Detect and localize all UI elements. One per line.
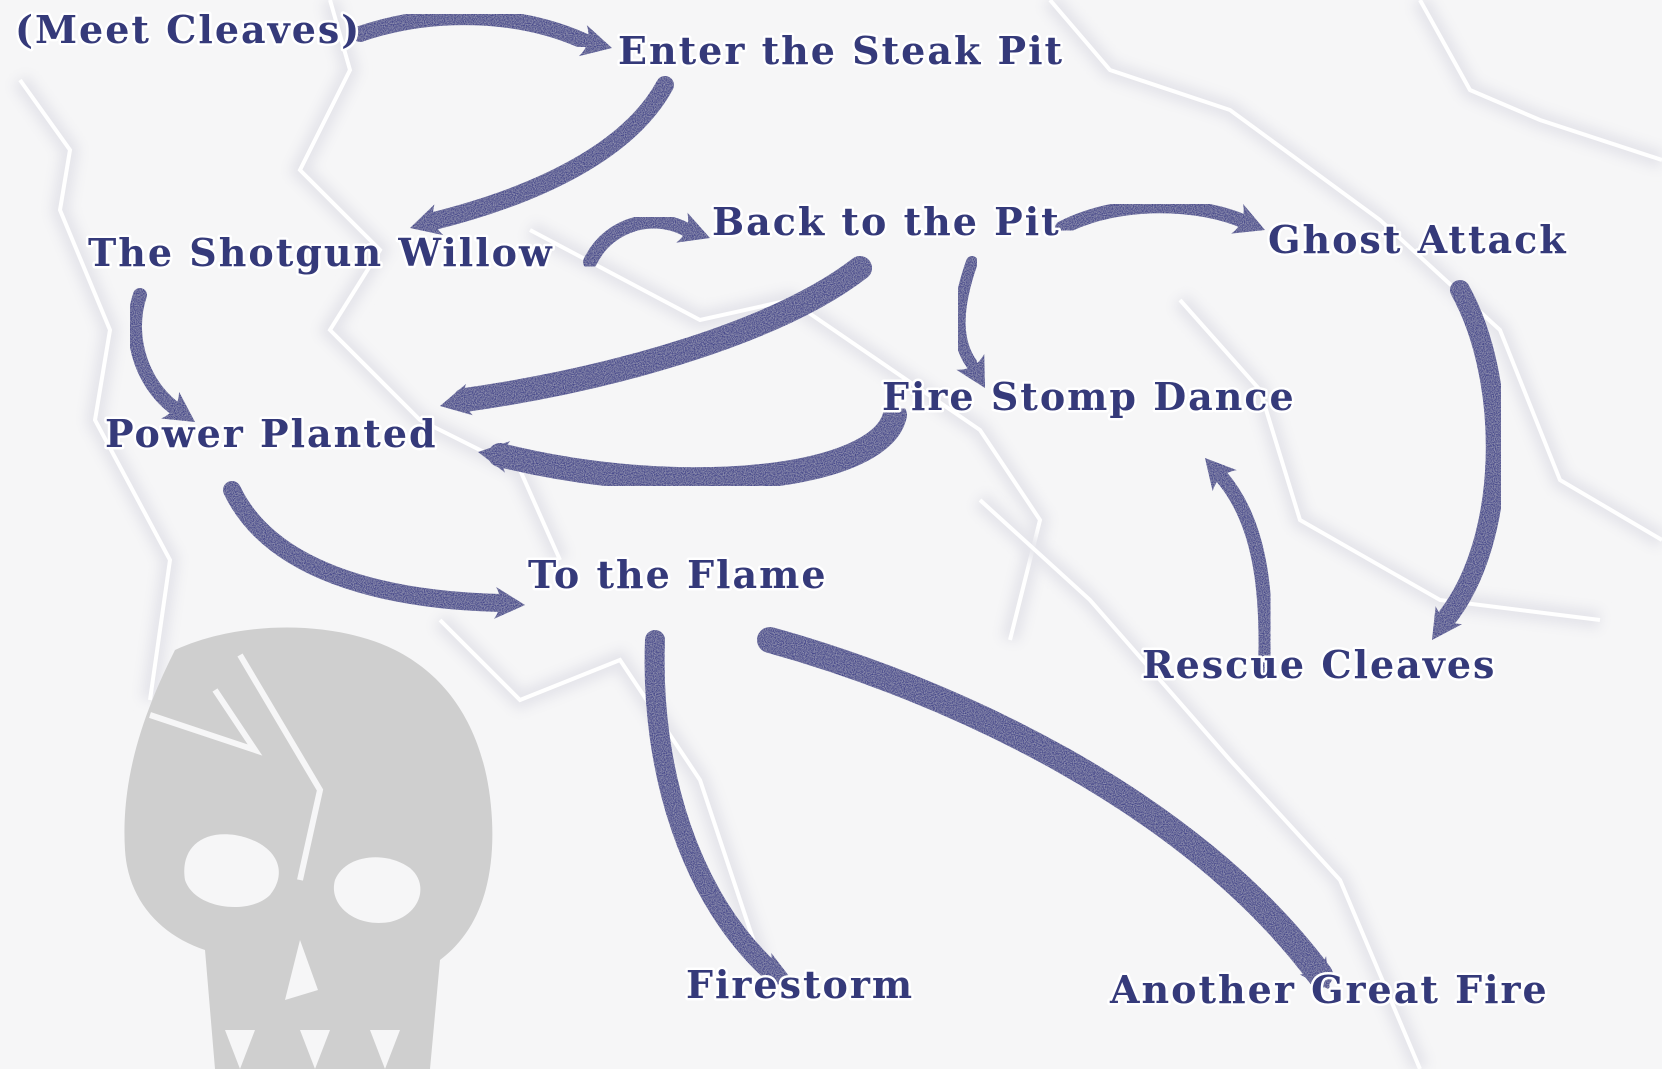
arrowhead-icon [758, 953, 792, 983]
arrow-shaft [421, 76, 674, 231]
arrowhead-icon [1205, 458, 1237, 492]
node-another-great-fire: Another Great Fire [1109, 967, 1549, 1012]
node-rescue-cleaves: Rescue Cleaves [1142, 642, 1496, 687]
arrow-shaft [644, 630, 785, 985]
arrowhead-icon [579, 25, 612, 57]
arrowhead-icon [410, 204, 444, 236]
edge-to-the-flame-to-firestorm [644, 630, 792, 985]
node-firestorm: Firestorm [686, 962, 914, 1007]
arrowhead-icon [161, 391, 195, 422]
arrowhead-icon [1299, 956, 1330, 990]
arrow-shaft [1435, 280, 1506, 630]
edge-back-to-pit-to-power-planted [440, 256, 872, 416]
skull-icon [124, 627, 493, 1069]
arrow-shaft [453, 256, 872, 412]
arrowhead-icon [440, 383, 473, 416]
nodes: (Meet Cleaves) Enter the Steak Pit The S… [13, 5, 1569, 1015]
edge-back-to-pit-to-ghost-attack [1055, 199, 1265, 235]
node-meet-cleaves: (Meet Cleaves) [15, 7, 361, 52]
edge-ghost-attack-to-rescue-cleaves [1432, 280, 1506, 640]
edge-shotgun-willow-to-back-to-pit [583, 212, 710, 269]
lightning-bolt [978, 498, 1422, 1069]
node-back-to-pit: Back to the Pit [712, 199, 1061, 244]
arrow-shaft [1055, 199, 1252, 235]
edge-rescue-cleaves-to-fire-stomp-dance [1205, 458, 1273, 677]
node-enter-steak-pit: Enter the Steak Pit [618, 28, 1064, 73]
arrowhead-icon [1231, 203, 1265, 234]
edge-back-to-pit-to-fire-stomp-dance [953, 256, 985, 388]
node-fire-stomp-dance: Fire Stomp Dance [882, 374, 1296, 419]
arrow-shaft [352, 9, 598, 52]
arrow-shaft [223, 481, 509, 612]
arrow-shaft [128, 288, 187, 419]
edge-enter-steak-pit-to-shotgun-willow [410, 76, 674, 236]
lightning-bolt [438, 618, 762, 961]
lightning-bolt [1418, 0, 1662, 162]
node-power-planted: Power Planted [105, 411, 438, 456]
arrow-shaft [488, 403, 907, 492]
edges [128, 9, 1506, 990]
lightning-bolts [12, 0, 1662, 1069]
arrow-shaft [583, 214, 697, 269]
lightning-bolt [1048, 0, 1662, 542]
arrowhead-icon [478, 441, 511, 473]
node-ghost-attack: Ghost Attack [1268, 217, 1568, 262]
edge-fire-stomp-dance-to-power-planted [478, 403, 907, 492]
arrow-shaft [757, 627, 1333, 988]
lightning-bolt [18, 78, 173, 701]
arrow-shaft [1213, 468, 1273, 677]
node-to-the-flame: To the Flame [528, 552, 828, 597]
edge-power-planted-to-to-the-flame [223, 481, 525, 619]
arrowhead-icon [493, 587, 525, 619]
node-shotgun-willow: The Shotgun Willow [88, 230, 554, 275]
arrowhead-icon [956, 354, 985, 388]
arrowhead-icon [676, 212, 710, 243]
lightning-bolt [1178, 298, 1601, 622]
edge-shotgun-willow-to-power-planted [128, 288, 195, 422]
edge-to-the-flame-to-another-great-fire [757, 627, 1333, 990]
edge-meet-cleaves-to-enter-steak-pit [352, 9, 612, 57]
arrow-shaft [953, 256, 981, 374]
arrowhead-icon [1432, 606, 1463, 640]
